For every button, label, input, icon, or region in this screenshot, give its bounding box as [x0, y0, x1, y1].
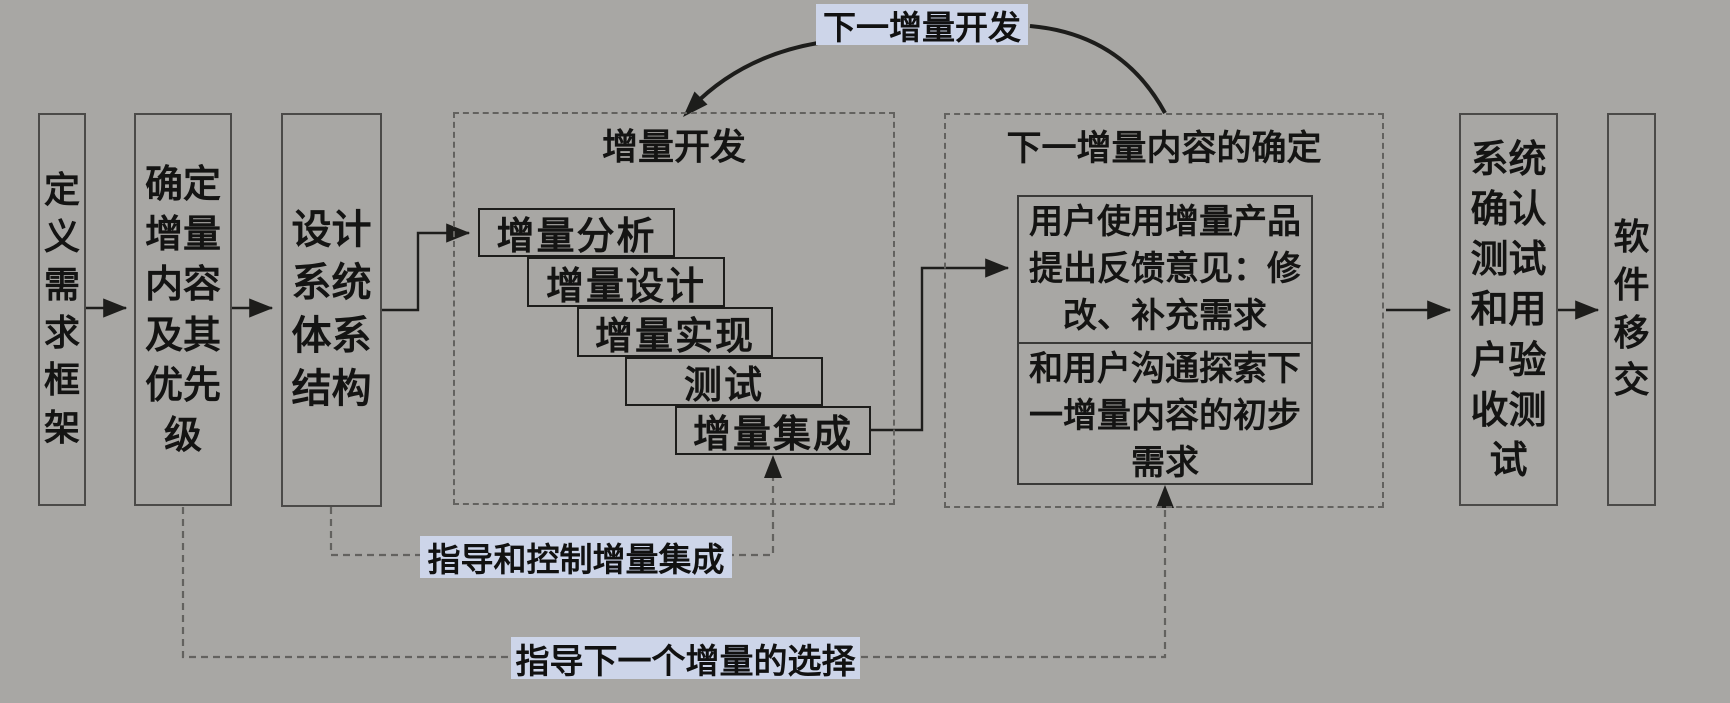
dashed-arrowhead-integration	[764, 455, 782, 478]
item-explore-next-increment: 和用户沟通探索下一增量内容的初步需求	[1019, 342, 1311, 489]
item-user-feedback: 用户使用增量产品提出反馈意见：修改、补充需求	[1019, 197, 1311, 342]
step-increment-analysis: 增量分析	[478, 208, 675, 258]
item-user-feedback-text: 用户使用增量产品提出反馈意见：修改、补充需求	[1029, 202, 1301, 336]
dashed-arrowhead-selection	[1156, 485, 1174, 508]
stage-software-handover-label: 软件移交	[1613, 217, 1650, 402]
stage-define-requirements-label: 定义需求框架	[43, 169, 80, 449]
step-increment-implementation: 增量实现	[577, 307, 773, 358]
label-next-increment-development: 下一增量开发	[816, 4, 1028, 47]
arrow-integration-to-user-feedback	[870, 258, 1010, 432]
item-explore-next-increment-text: 和用户沟通探索下一增量内容的初步需求	[1029, 349, 1301, 483]
stage-determine-increment-content-label: 确定增量内容及其优先级	[144, 162, 221, 457]
group-increment-development	[453, 112, 895, 505]
stage-design-architecture-label: 设计系统体系结构	[291, 207, 372, 412]
next-increment-title: 下一增量内容的确定	[1006, 129, 1322, 169]
stage-design-architecture: 设计系统体系结构	[281, 113, 382, 507]
stage-software-handover: 软件移交	[1607, 113, 1656, 506]
label-guide-control-integration: 指导和控制增量集成	[420, 536, 732, 579]
next-increment-items: 用户使用增量产品提出反馈意见：修改、补充需求 和用户沟通探索下一增量内容的初步需…	[1017, 195, 1313, 485]
label-guide-next-selection: 指导下一个增量的选择	[511, 637, 860, 682]
step-testing: 测试	[625, 357, 823, 407]
step-increment-integration: 增量集成	[675, 406, 871, 456]
arrow-design-to-increment-analysis	[382, 223, 471, 312]
loop-curve-left	[690, 41, 819, 109]
loop-arrowhead	[683, 91, 708, 117]
group-next-increment	[944, 113, 1384, 508]
stage-determine-increment-content: 确定增量内容及其优先级	[134, 113, 232, 506]
step-increment-design: 增量设计	[527, 257, 725, 308]
stage-system-validation-test-label: 系统确认测试和用户验收测试	[1470, 136, 1547, 482]
stage-system-validation-test: 系统确认测试和用户验收测试	[1459, 113, 1558, 506]
stage-define-requirements: 定义需求框架	[38, 113, 86, 506]
loop-curve-right	[1029, 24, 1167, 114]
increment-development-title: 增量开发	[601, 127, 746, 168]
